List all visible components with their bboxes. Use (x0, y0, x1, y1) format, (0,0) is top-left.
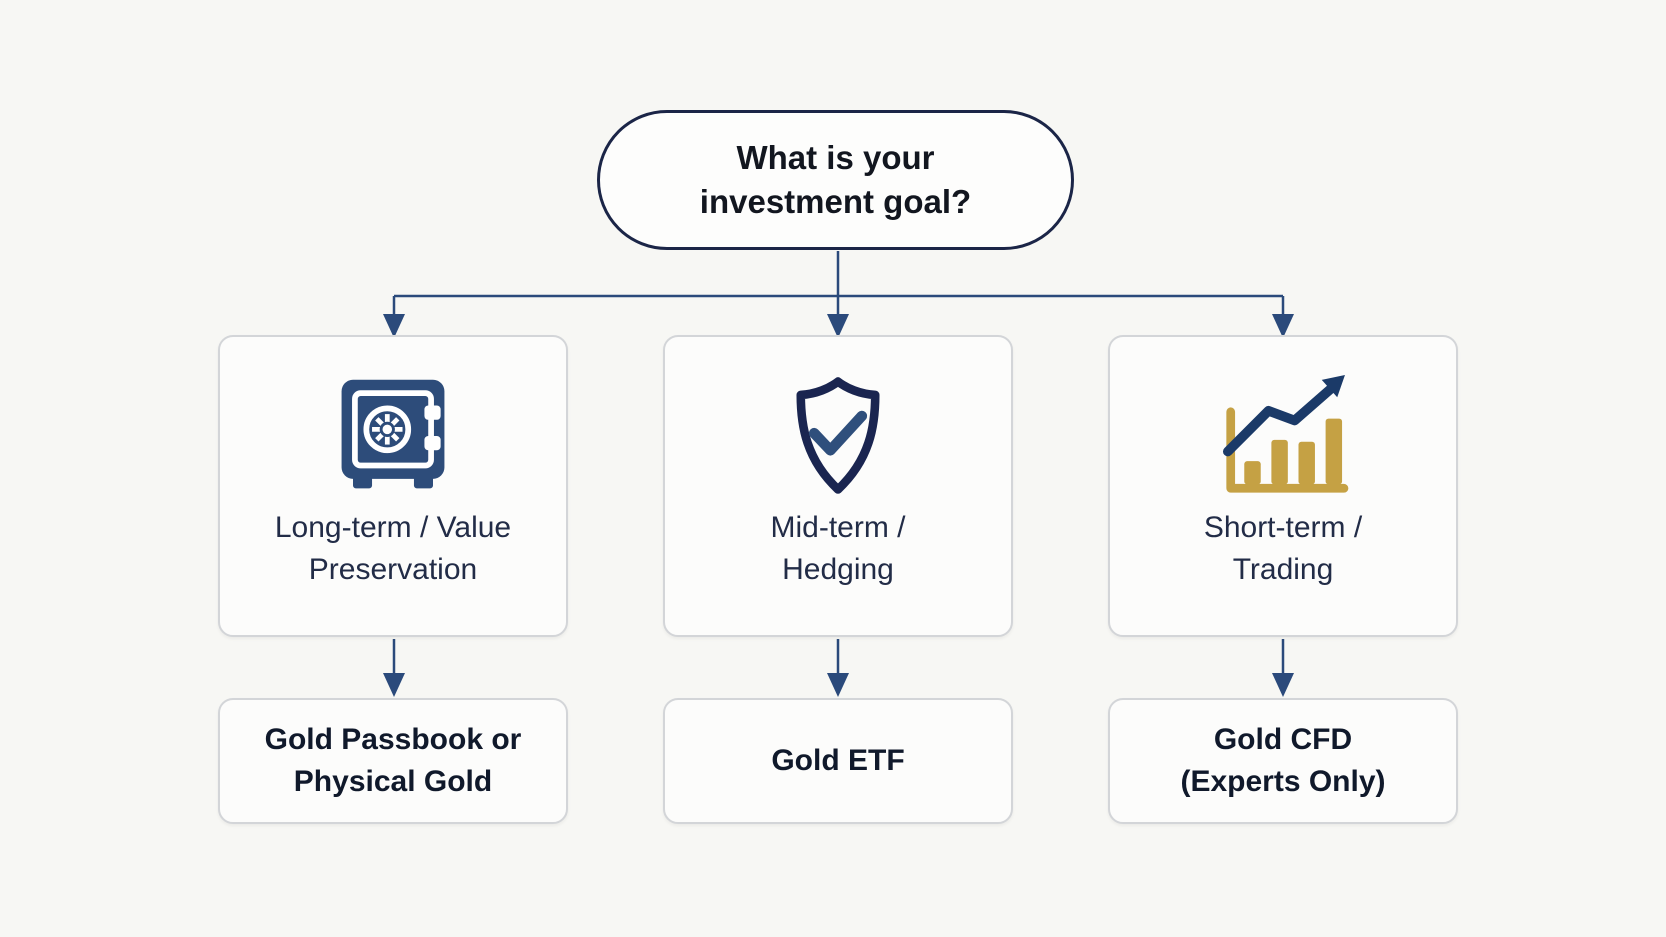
goal-box-short-term: Short-term / Trading (1108, 335, 1458, 637)
shield-check-icon (783, 375, 893, 497)
goal-label: Long-term / Value Preservation (274, 511, 512, 586)
product-label: Gold ETF (771, 744, 905, 777)
goal-box-mid-term: Mid-term / Hedging (663, 335, 1013, 637)
question-title: What is your investment goal? (699, 138, 972, 220)
product-label: Gold CFD (Experts Only) (1180, 723, 1386, 798)
product-label: Gold Passbook or Physical Gold (264, 723, 522, 798)
rising-bar-chart-icon (1214, 375, 1352, 497)
product-box-gold-passbook: Gold Passbook or Physical Gold (218, 698, 568, 824)
goal-label: Short-term / Trading (1203, 511, 1363, 586)
question-node: What is your investment goal? (597, 110, 1074, 250)
goal-box-long-term: Long-term / Value Preservation (218, 335, 568, 637)
product-box-gold-cfd: Gold CFD (Experts Only) (1108, 698, 1458, 824)
product-box-gold-etf: Gold ETF (663, 698, 1013, 824)
safe-vault-icon (335, 375, 451, 497)
goal-label: Mid-term / Hedging (770, 511, 906, 586)
